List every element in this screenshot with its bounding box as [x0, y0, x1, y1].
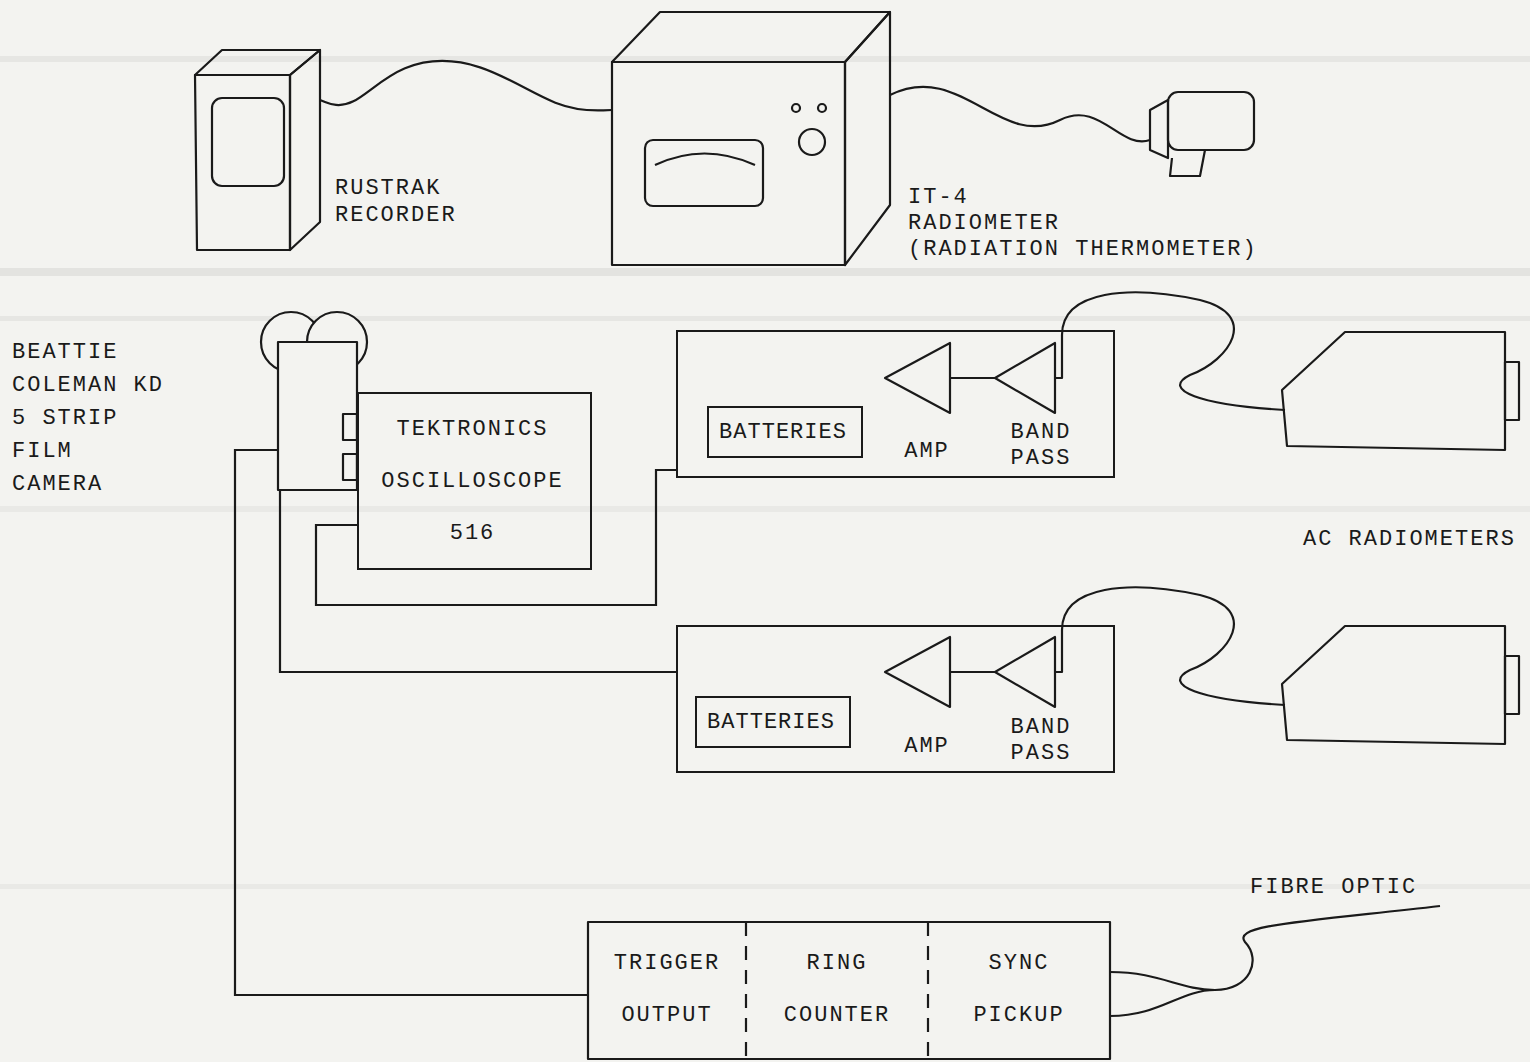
recorder-side	[290, 50, 320, 250]
node-label: RING COUNTER	[762, 938, 912, 1042]
recorder-front	[195, 75, 290, 250]
node-label: BATTERIES	[709, 419, 857, 446]
battery-box: BATTERIES	[695, 696, 851, 748]
divider	[927, 922, 929, 1059]
band-pass-symbol	[995, 343, 1055, 413]
scan-streaks	[0, 56, 1530, 889]
recorder-top	[195, 50, 320, 75]
ac-radiometer-head	[1282, 332, 1505, 450]
radiometer-side	[845, 12, 890, 265]
scan-streak	[0, 506, 1530, 512]
divider	[745, 922, 747, 1059]
node-label: TEKTRONICS OSCILLOSCOPE 516	[359, 404, 586, 560]
amplifier-symbol	[885, 637, 950, 707]
node-label: BAND PASS	[996, 420, 1086, 472]
amplifier-symbol	[885, 343, 950, 413]
group-label: AC RADIOMETERS	[1303, 526, 1516, 553]
trigger-section: TRIGGER OUTPUT	[588, 922, 746, 1059]
ac-radiometer-cap	[1505, 362, 1519, 420]
node-label: BEATTIE COLEMAN KD 5 STRIP FILM CAMERA	[12, 336, 172, 501]
strip-film-camera: BEATTIE COLEMAN KD 5 STRIP FILM CAMERA	[278, 342, 357, 490]
sensor-cable	[890, 87, 1150, 142]
signal-wire	[320, 61, 612, 110]
node-label: SYNC PICKUP	[944, 938, 1094, 1042]
recorder-screen	[212, 98, 284, 186]
fibre-optic-cable	[1110, 906, 1440, 1016]
band-pass-symbol	[995, 637, 1055, 707]
sensor-cable	[1055, 587, 1285, 705]
sensor-stand	[1170, 150, 1205, 176]
signal-wire	[950, 671, 995, 673]
camera-port	[343, 454, 357, 480]
sync-unit-housing	[588, 922, 1110, 1059]
amplifier-box: AMP BAND PASS BATTERIES	[676, 330, 1115, 478]
meter-scale	[655, 154, 755, 166]
knob	[818, 104, 826, 112]
node-label: IT-4	[908, 184, 1008, 211]
oscilloscope-box: TEKTRONICS OSCILLOSCOPE 516	[357, 392, 592, 570]
camera-body	[278, 342, 357, 490]
radiometer-front	[612, 62, 845, 265]
node-label: (RADIATION THERMOMETER)	[908, 236, 1288, 263]
camera-port	[343, 414, 357, 440]
pickup-section: SYNC PICKUP	[928, 922, 1110, 1059]
radiometer-top	[612, 12, 890, 62]
sensor-cable	[1055, 292, 1285, 410]
node-label: AMP	[897, 734, 957, 760]
amplifier-box: AMP BAND PASS BATTERIES	[676, 625, 1115, 773]
ac-radiometer-cap	[1505, 656, 1519, 714]
ac-radiometer-head	[1282, 626, 1505, 744]
radiometer: IT-4RADIOMETER(RADIATION THERMOMETER)	[612, 12, 890, 265]
meter-window	[645, 140, 763, 206]
knob	[799, 129, 825, 155]
node-label: BATTERIES	[697, 709, 845, 736]
signal-wire	[950, 377, 995, 379]
node-label: AMP	[897, 439, 957, 465]
scan-streak	[0, 316, 1530, 321]
recorder: RUSTRAK RECORDER	[195, 50, 320, 250]
cable-label: FIBRE OPTIC	[1250, 874, 1417, 901]
node-label: TRIGGER OUTPUT	[592, 938, 742, 1042]
scan-streak	[0, 268, 1530, 276]
signal-wire	[280, 490, 676, 672]
sensor-lens	[1150, 100, 1168, 158]
node-label: BAND PASS	[996, 715, 1086, 767]
sensor-body	[1168, 92, 1254, 150]
battery-box: BATTERIES	[707, 406, 863, 458]
node-label: RUSTRAK RECORDER	[335, 175, 475, 229]
knob	[792, 104, 800, 112]
signal-wire	[235, 450, 588, 995]
counter-section: RING COUNTER	[746, 922, 928, 1059]
node-label: RADIOMETER	[908, 210, 1108, 237]
